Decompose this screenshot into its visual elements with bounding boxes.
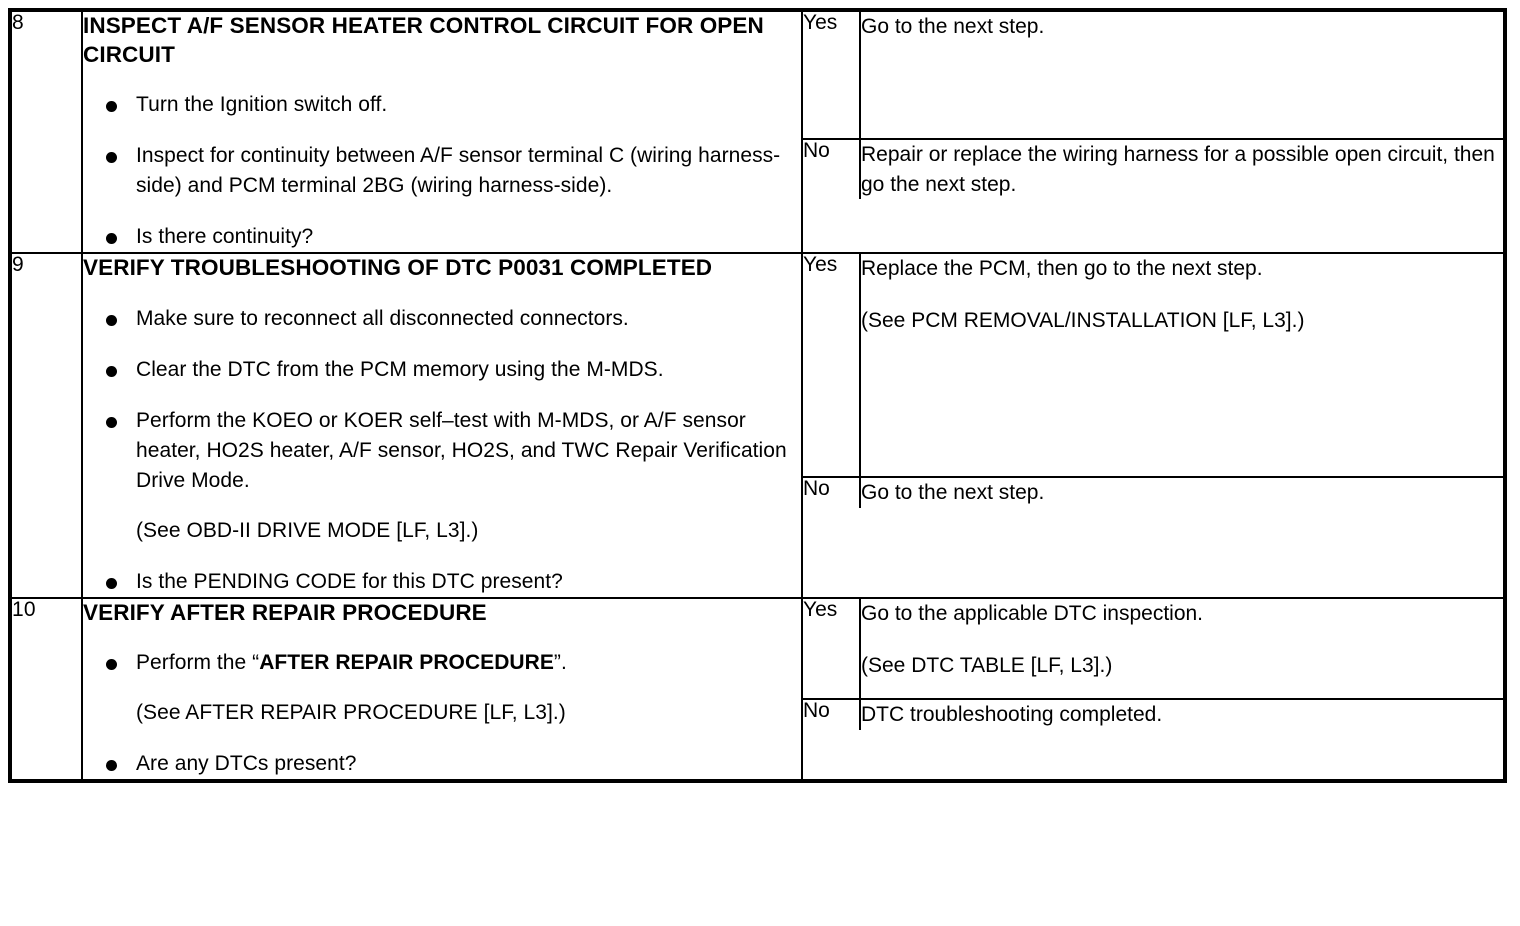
table-row: 9 VERIFY TROUBLESHOOTING OF DTC P0031 CO… (9, 252, 1506, 599)
answer-value: Repair or replace the wiring harness for… (860, 137, 1503, 200)
table-row: 8 INSPECT A/F SENSOR HEATER CONTROL CIRC… (9, 8, 1506, 255)
answer-row-yes: Yes Go to the applicable DTC inspection.… (803, 598, 1503, 700)
answer-key: No (803, 137, 861, 200)
step-number: 10 (9, 596, 83, 783)
table-row: 10 VERIFY AFTER REPAIR PROCEDURE Perform… (9, 596, 1506, 783)
answer-row-yes: Yes Replace the PCM, then go to the next… (803, 254, 1503, 477)
step-answers: Yes Replace the PCM, then go to the next… (801, 252, 1506, 599)
list-item: Is the PENDING CODE for this DTC present… (83, 567, 801, 597)
answer-key: Yes (803, 598, 861, 700)
list-item-note: (See AFTER REPAIR PROCEDURE [LF, L3].) (136, 701, 566, 725)
step-bullet-list: Make sure to reconnect all disconnected … (83, 304, 801, 597)
answer-line: Go to the next step. (861, 15, 1045, 38)
list-item: Is there continuity? (83, 222, 801, 252)
answer-value: DTC troubleshooting completed. (860, 698, 1503, 731)
answer-reference: (See DTC TABLE [LF, L3].) (861, 653, 1113, 677)
step-title: INSPECT A/F SENSOR HEATER CONTROL CIRCUI… (83, 13, 764, 67)
list-item: Perform the “AFTER REPAIR PROCEDURE”. (83, 648, 801, 678)
list-item-note: (See OBD-II DRIVE MODE [LF, L3].) (136, 518, 479, 542)
answer-value: Replace the PCM, then go to the next ste… (860, 254, 1503, 477)
answer-value: Go to the applicable DTC inspection. (Se… (860, 599, 1503, 700)
step-bullet-list: Perform the “AFTER REPAIR PROCEDURE”. (S… (83, 648, 801, 779)
answer-key: Yes (803, 254, 861, 477)
answer-line: Go to the applicable DTC inspection. (861, 601, 1204, 625)
list-item: Turn the Ignition switch off. (83, 90, 801, 120)
troubleshooting-table: 8 INSPECT A/F SENSOR HEATER CONTROL CIRC… (8, 8, 1507, 784)
step-bullet-list: Turn the Ignition switch off. Inspect fo… (83, 90, 801, 252)
step-answers: Yes Go to the next step. No Repair or re… (801, 8, 1506, 255)
answer-line: Go to the next step. (861, 480, 1045, 504)
step-number: 8 (9, 8, 83, 255)
answer-key: No (803, 475, 861, 508)
answer-line: Replace the PCM, then go to the next ste… (861, 257, 1263, 281)
list-item-quoted: Perform the “AFTER REPAIR PROCEDURE”. (136, 651, 567, 675)
step-title: VERIFY AFTER REPAIR PROCEDURE (83, 599, 487, 625)
answer-row-no: No Go to the next step. (803, 475, 1503, 508)
answer-line: Repair or replace the wiring harness for… (861, 142, 1495, 196)
answer-value: Go to the next step. (860, 12, 1503, 139)
step-body: VERIFY TROUBLESHOOTING OF DTC P0031 COMP… (81, 252, 803, 599)
answer-row-no: No Repair or replace the wiring harness … (803, 137, 1503, 200)
step-title: VERIFY TROUBLESHOOTING OF DTC P0031 COMP… (83, 255, 713, 281)
step-answers: Yes Go to the applicable DTC inspection.… (801, 596, 1506, 783)
answer-reference: (See PCM REMOVAL/INSTALLATION [LF, L3].) (861, 309, 1305, 332)
answer-row-no: No DTC troubleshooting completed. (803, 698, 1503, 731)
step-number: 9 (9, 252, 83, 599)
answer-value: Go to the next step. (860, 475, 1503, 508)
answer-line: DTC troubleshooting completed. (861, 703, 1163, 727)
list-item: Clear the DTC from the PCM memory using … (83, 355, 801, 385)
list-item: Inspect for continuity between A/F senso… (83, 141, 801, 201)
list-item: Make sure to reconnect all disconnected … (83, 304, 801, 334)
list-item: Are any DTCs present? (83, 749, 801, 779)
answer-key: No (803, 698, 861, 731)
step-body: INSPECT A/F SENSOR HEATER CONTROL CIRCUI… (81, 8, 803, 255)
answer-row-yes: Yes Go to the next step. (803, 12, 1503, 139)
answer-key: Yes (803, 12, 861, 139)
list-item: Perform the KOEO or KOER self–test with … (83, 406, 801, 496)
step-body: VERIFY AFTER REPAIR PROCEDURE Perform th… (81, 596, 803, 783)
